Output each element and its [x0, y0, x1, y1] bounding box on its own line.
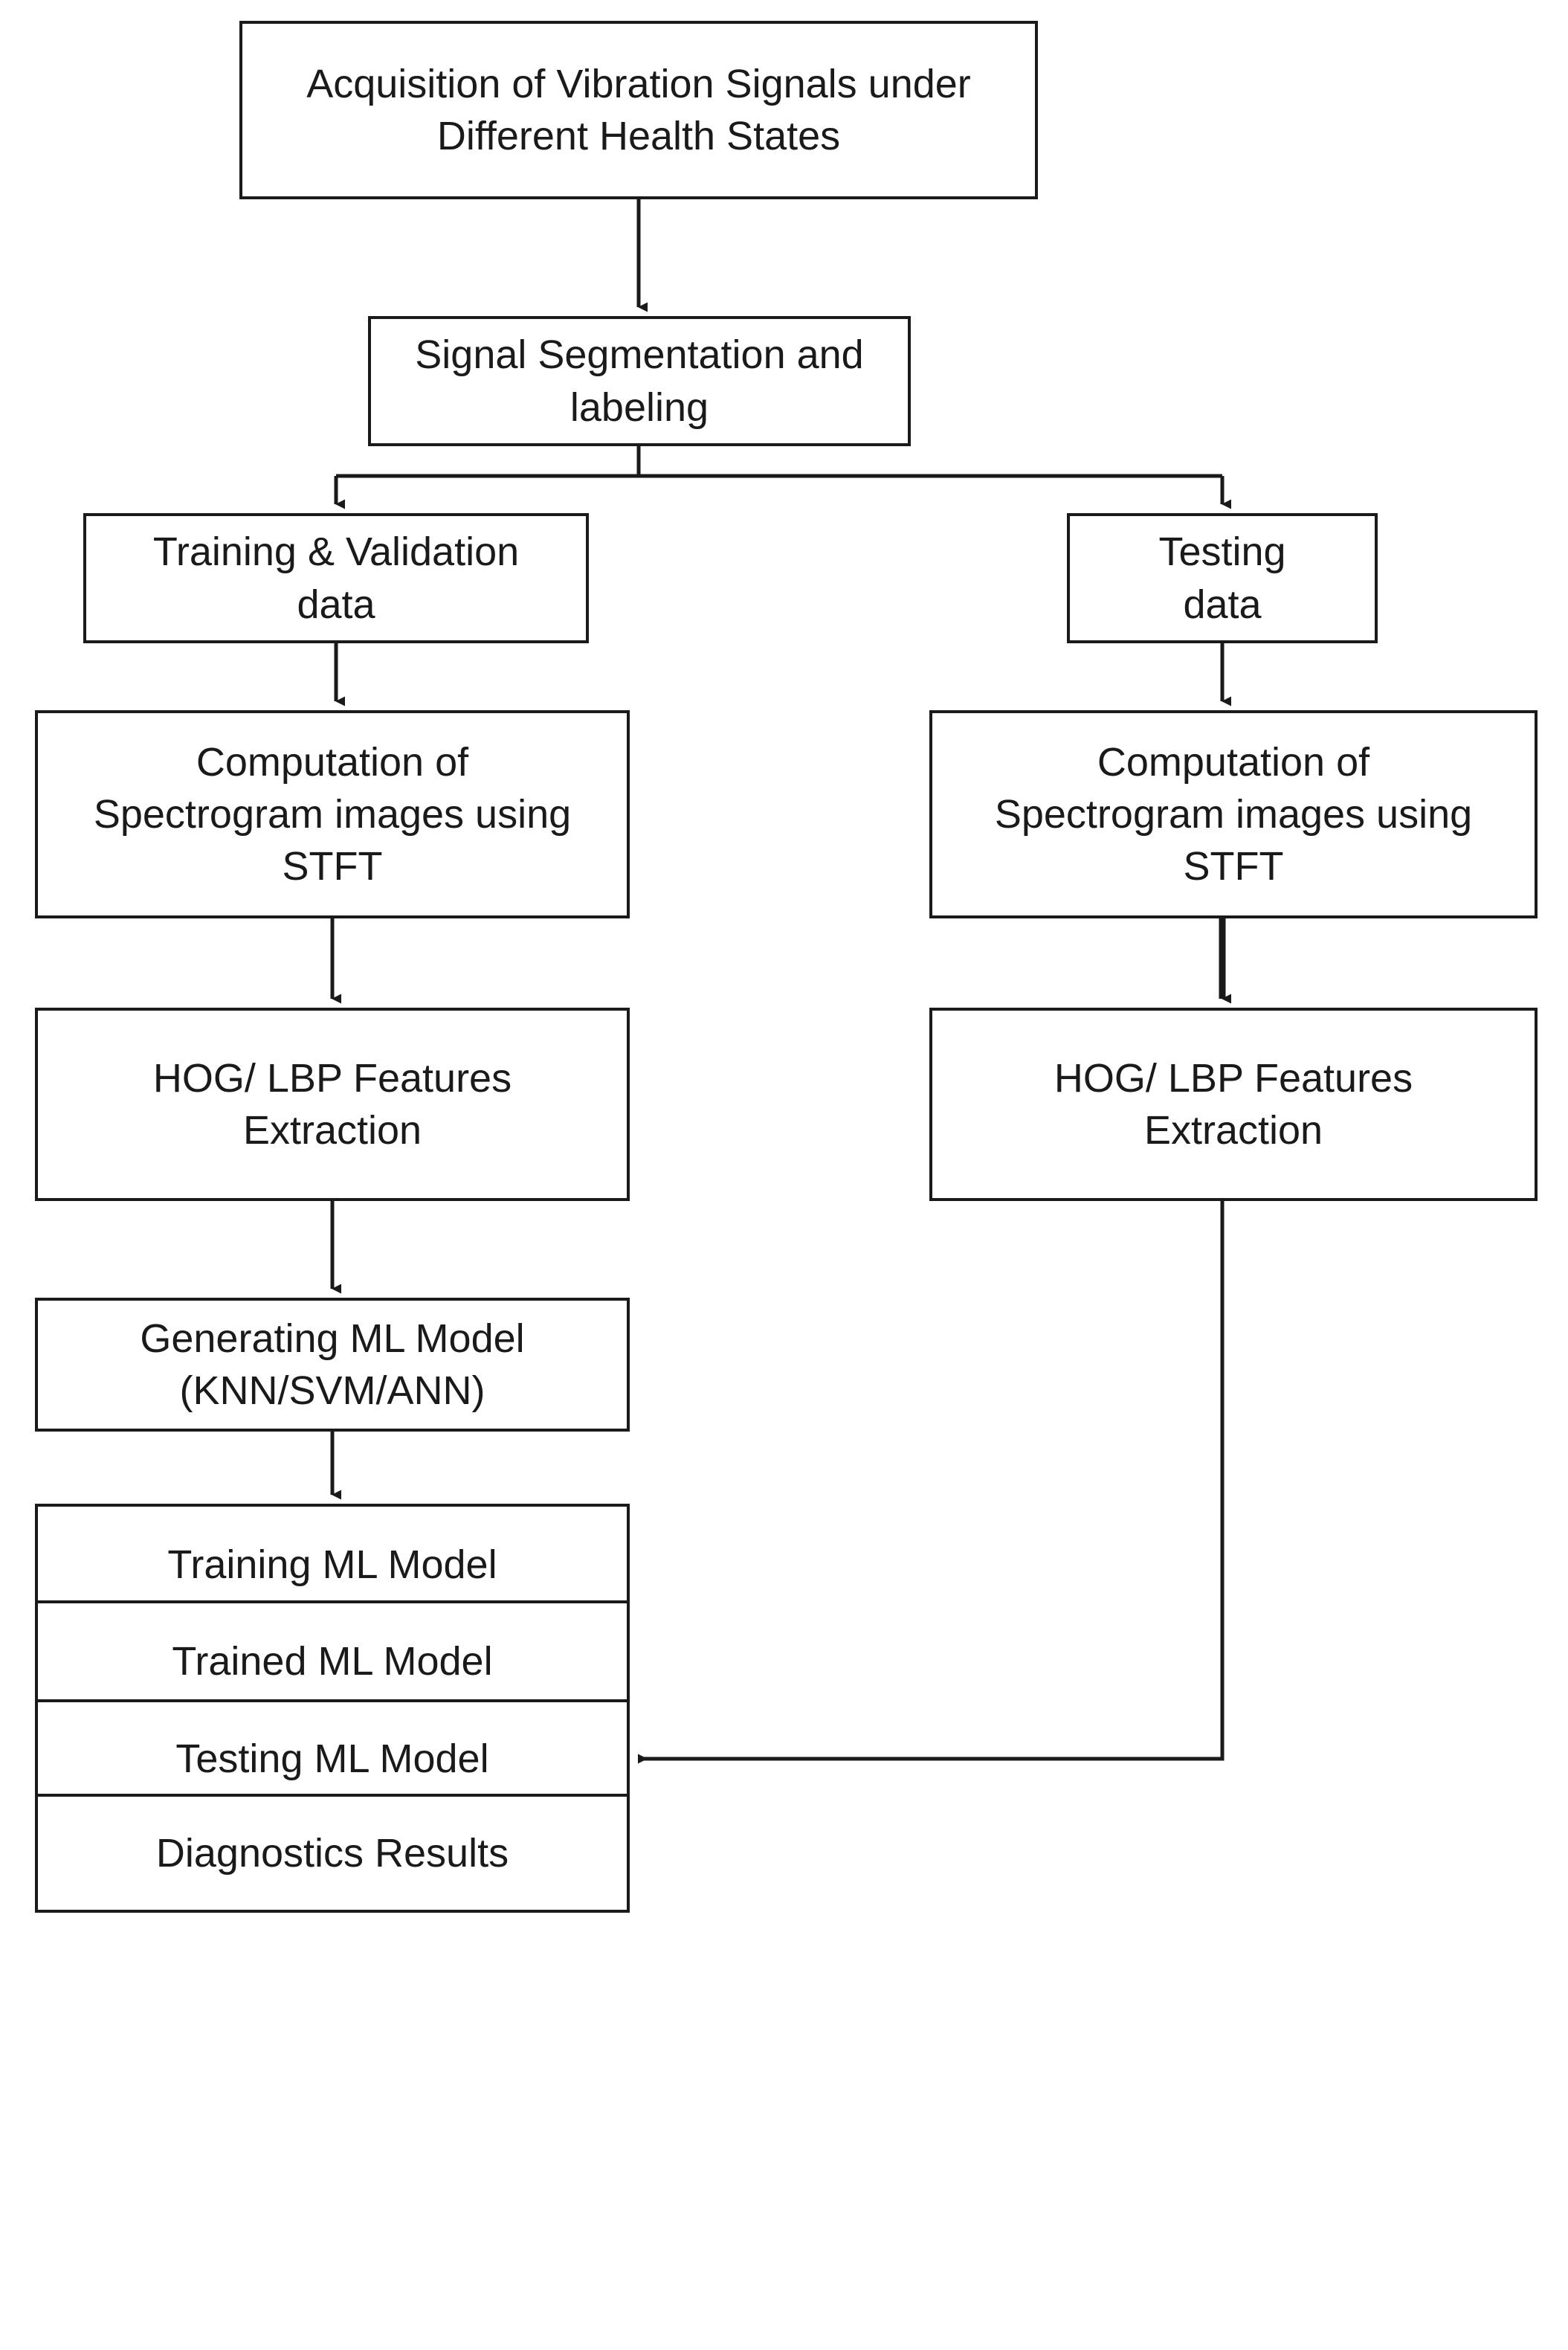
node-features-right[interactable]: HOG/ LBP Features Extraction: [929, 1008, 1538, 1201]
node-testing-data[interactable]: Testing data: [1067, 513, 1378, 643]
edge-features-right-to-testing-model: [638, 1201, 1225, 1764]
node-diagnostics-results[interactable]: Diagnostics Results: [35, 1794, 630, 1913]
node-spectrogram-left[interactable]: Computation of Spectrogram images using …: [35, 710, 630, 918]
node-signal-segmentation[interactable]: Signal Segmentation and labeling: [368, 316, 911, 446]
node-spectrogram-right[interactable]: Computation of Spectrogram images using …: [929, 710, 1538, 918]
node-generating-ml-model[interactable]: Generating ML Model (KNN/SVM/ANN): [35, 1298, 630, 1432]
node-features-left[interactable]: HOG/ LBP Features Extraction: [35, 1008, 630, 1201]
node-training-validation-data[interactable]: Training & Validation data: [83, 513, 589, 643]
node-acquisition[interactable]: Acquisition of Vibration Signals under D…: [239, 21, 1038, 199]
